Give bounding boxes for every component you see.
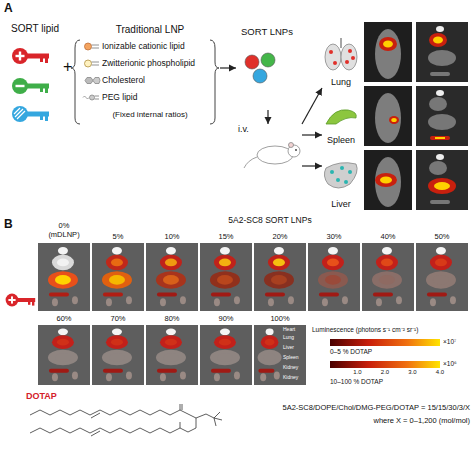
tick-label: 1.0 (348, 369, 368, 376)
scale-exponent: ×10⁷ (443, 338, 456, 345)
tick-label: 2.0 (375, 369, 395, 376)
legend-label: 0–5 % DOTAP (330, 348, 372, 355)
organ-label: Kidney (283, 375, 298, 381)
organ-label: Heart (283, 327, 295, 333)
organ-tile (308, 243, 360, 311)
organ-tile (146, 325, 198, 385)
node-title: i.v. (238, 124, 302, 135)
percent-label: 20% (254, 233, 306, 242)
imaging-photo (364, 22, 412, 82)
node-text: Cholesterol (80, 72, 220, 89)
tick-label: 3.0 (403, 369, 423, 376)
mouse-figure (244, 143, 300, 169)
node-title: Spleen (322, 135, 360, 146)
node-text: Ionizable cationic lipid (80, 38, 220, 55)
organ-photo (416, 22, 468, 82)
organ-label: Spleen (283, 355, 299, 361)
node-title: Lung (322, 77, 360, 88)
organ-tile (146, 243, 198, 311)
sort-lnp-particles (245, 53, 275, 83)
organ-tile (38, 243, 90, 311)
organ-tile (254, 325, 306, 385)
flow-arrow (302, 134, 322, 135)
tick-label: 4.0 (430, 369, 450, 376)
panel-letter: B (4, 218, 13, 232)
plus-sign: + (63, 58, 72, 76)
colorbar-title: Luminescence (photons s⁻¹ cm⁻² sr⁻¹) (312, 326, 472, 333)
organ-tile (362, 243, 414, 311)
panel-heading: 5A2-SC8 SORT LNPs (190, 216, 350, 226)
percent-label: 80% (146, 315, 198, 324)
scale-exponent: ×10⁶ (443, 360, 457, 367)
percent-label: 70% (92, 315, 144, 324)
formulation-ratio: 5A2-SC8/DOPE/Chol/DMG-PEG/DOTAP = 15/15/… (220, 404, 470, 413)
node-text: Zwitterionic phospholipid (80, 55, 220, 72)
organ-drawings (324, 38, 357, 188)
flow-arrow (302, 165, 322, 166)
lnp-components: Traditional LNPIonizable cationic lipidZ… (80, 22, 220, 126)
braces (71, 40, 219, 124)
node-text: (Fixed internal ratios) (80, 106, 220, 123)
percent-label: 100% (254, 315, 306, 324)
organ-photo (416, 150, 468, 210)
node-text: PEG lipid (80, 89, 220, 106)
flow-arrow (267, 110, 268, 124)
formulation-note: where X = 0–1,200 (mol/mol) (220, 417, 470, 426)
organ-tile (254, 243, 306, 311)
colorbars (330, 339, 440, 368)
node-title: Liver (322, 199, 360, 210)
percent-label: 0% (mDLNP) (44, 222, 84, 239)
flow-arrow (302, 88, 322, 124)
percent-label: 50% (416, 233, 468, 242)
organ-label: Lung (283, 335, 294, 341)
flow-arrow (220, 67, 236, 68)
percent-label: 60% (38, 315, 90, 324)
sort-lipid-group: SORT lipid (8, 22, 62, 130)
percent-label: 40% (362, 233, 414, 242)
percent-label: 15% (200, 233, 252, 242)
organ-label: Kidney (283, 365, 298, 371)
organ-tile (200, 243, 252, 311)
organ-tile (416, 243, 468, 311)
organ-liver: Liver (322, 158, 360, 210)
percent-label: 10% (146, 233, 198, 242)
node-title: Traditional LNP (80, 22, 220, 38)
node-title: SORT lipid (8, 22, 62, 36)
organ-label: Liver (283, 345, 294, 351)
legend-label: 10–100 % DOTAP (330, 378, 383, 385)
percent-label: 30% (308, 233, 360, 242)
organ-tile (200, 325, 252, 385)
percent-label: 90% (200, 315, 252, 324)
lipid-icons (83, 43, 100, 100)
organ-tile (92, 243, 144, 311)
organ-lung: Lung (322, 38, 360, 88)
percent-label: 5% (92, 233, 144, 242)
organ-photo (416, 86, 468, 146)
organ-tile (92, 325, 144, 385)
organ-spleen: Spleen (322, 104, 360, 146)
imaging-photo (364, 86, 412, 146)
mouse-injection: i.v. (238, 124, 302, 174)
sort-lnp: SORT LNPs (236, 26, 298, 110)
organ-tile (38, 325, 90, 385)
dotap-molecule (30, 404, 222, 436)
lipid-name: DOTAP (26, 391, 57, 401)
panel-letter: A (4, 2, 13, 16)
node-title: SORT LNPs (236, 26, 298, 38)
imaging-photo (364, 150, 412, 210)
